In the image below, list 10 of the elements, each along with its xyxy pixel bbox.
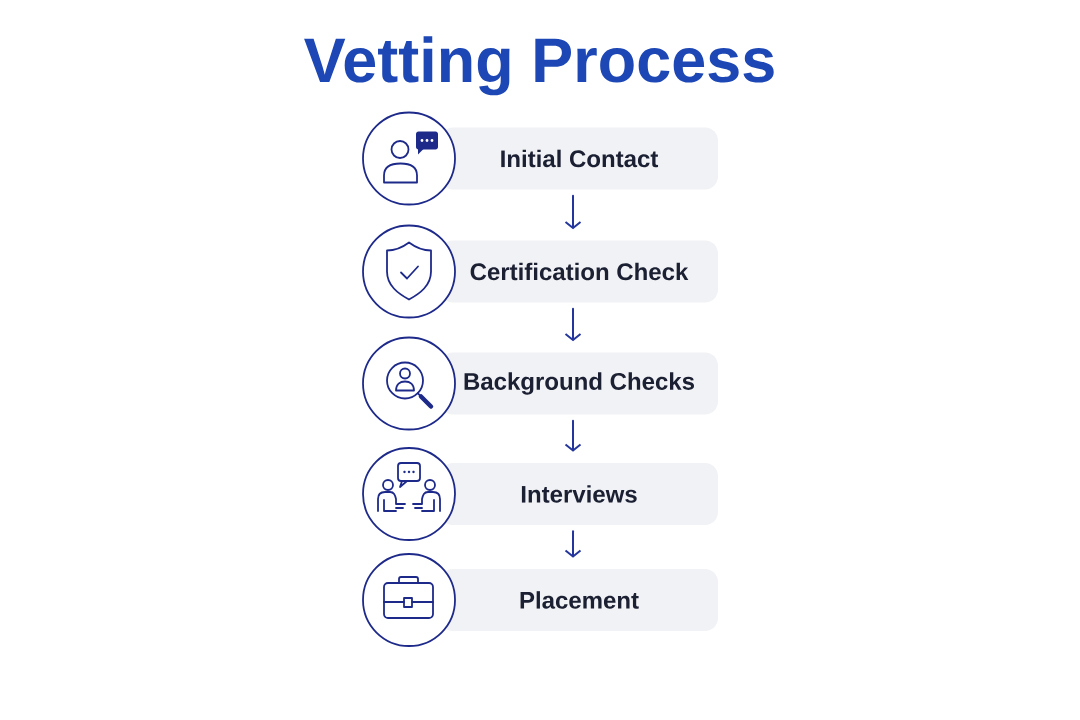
step-box: Placement — [440, 569, 718, 631]
step-box: Certification Check — [440, 240, 718, 303]
step-box: Initial Contact — [440, 127, 718, 190]
arrow — [564, 419, 582, 452]
step-box: Background Checks — [440, 352, 718, 415]
arrow — [564, 530, 582, 558]
arrow — [564, 194, 582, 230]
title: Vetting Process — [304, 36, 774, 96]
step-box: Interviews — [440, 463, 718, 525]
arrow — [564, 307, 582, 342]
